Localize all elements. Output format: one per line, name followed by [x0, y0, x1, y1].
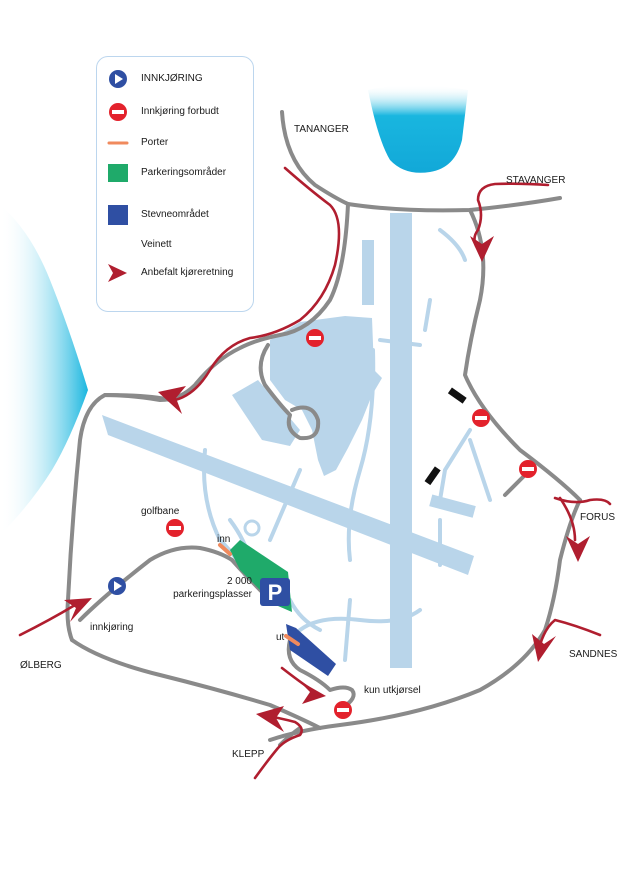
gate-icon [107, 141, 129, 145]
road-east-down [268, 498, 582, 742]
apron-main [270, 316, 382, 476]
apron-east [429, 494, 476, 518]
parking-area-icon [108, 164, 128, 182]
no-entry-icon [306, 329, 324, 347]
gate-inn [218, 543, 232, 556]
label-innkjoring: innkjøring [90, 622, 133, 633]
legend-label: Stevneområdet [141, 209, 209, 220]
direction-arrow-icon [64, 598, 92, 622]
road-east-ring [463, 208, 582, 502]
route-arrowheads [64, 236, 590, 732]
road-north [346, 196, 562, 213]
airport-surfaces [102, 213, 476, 668]
label-sandnes: SANDNES [569, 649, 618, 660]
label-inn: inn [217, 534, 230, 545]
road-inner [103, 393, 172, 402]
event-area [286, 624, 336, 676]
legend-item-entry: INNKJØRING [97, 69, 255, 89]
legend: INNKJØRING Innkjøring forbudt Porter Par… [96, 56, 254, 312]
label-ut: ut [276, 632, 285, 643]
road-out [286, 638, 356, 710]
road-tananger [280, 110, 350, 206]
taxiways [202, 228, 492, 662]
sea-west [0, 205, 88, 535]
direction-arrow-icon [298, 680, 326, 704]
label-forus: FORUS [580, 512, 615, 523]
label-tananger: TANANGER [294, 124, 349, 135]
direction-arrow-icon [108, 264, 127, 282]
place-labels: TANANGER STAVANGER FORUS SANDNES ØLBERG … [20, 124, 618, 760]
direction-arrow-icon [470, 236, 494, 262]
entry-icon [109, 70, 127, 88]
legend-item-gate: Porter [97, 133, 255, 153]
event-area-icon [108, 205, 128, 225]
no-entry-icon [166, 519, 184, 537]
runway-north-stub [362, 240, 374, 305]
direction-arrow-icon [566, 536, 590, 562]
gate-barrier-east-1 [447, 387, 467, 404]
no-entry-icon [472, 409, 490, 427]
entry-icon [108, 577, 126, 595]
label-olberg: ØLBERG [20, 660, 62, 671]
direction-arrow-icon [532, 634, 556, 662]
road-golf [78, 545, 234, 622]
label-klepp: KLEPP [232, 749, 265, 760]
label-golfbane: golfbane [141, 506, 180, 517]
label-parking-count: 2 000 [227, 576, 252, 587]
legend-label: Parkeringsområder [141, 167, 227, 178]
road-south-west [70, 638, 322, 730]
legend-label: INNKJØRING [141, 73, 203, 84]
legend-item-no-entry: Innkjøring forbudt [97, 102, 255, 122]
gate-ut [284, 634, 300, 646]
road-loop [258, 343, 321, 441]
parking-sign [260, 578, 290, 606]
no-entry-icon [519, 460, 537, 478]
direction-arrow-icon [158, 386, 186, 414]
label-parking-text: parkeringsplasser [173, 589, 253, 600]
legend-label: Innkjøring forbudt [141, 106, 219, 117]
legend-item-road: Veinett [97, 235, 255, 255]
legend-label: Anbefalt kjøreretning [141, 267, 234, 278]
legend-label: Porter [141, 137, 169, 148]
legend-item-event: Stevneområdet [97, 205, 255, 225]
direction-arrow-icon [256, 706, 284, 732]
runway-main [390, 213, 412, 668]
label-kun-utkjorsel: kun utkjørsel [364, 685, 421, 696]
legend-item-direction: Anbefalt kjøreretning [97, 263, 255, 283]
parking-sign-letter: P [268, 580, 283, 605]
gate-barrier-east-2 [424, 466, 441, 486]
no-entry-icon [109, 103, 127, 121]
no-entry-signs [166, 329, 537, 719]
apron-west [232, 380, 300, 446]
label-stavanger: STAVANGER [506, 175, 565, 186]
lake-north [368, 85, 468, 173]
roundabout-small [243, 519, 261, 537]
legend-label: Veinett [141, 239, 172, 250]
no-entry-icon [334, 701, 352, 719]
legend-item-parking: Parkeringsområder [97, 163, 255, 183]
